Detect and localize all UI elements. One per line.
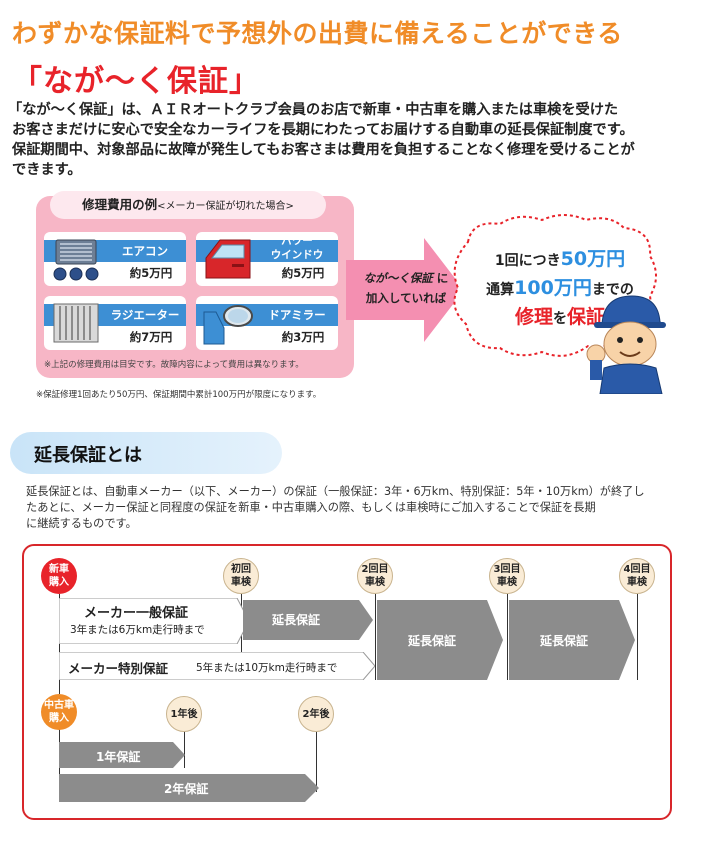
panel-title-note: <メーカー保証が切れた場合> [157, 201, 294, 212]
extended-label-1: 延長保証 [272, 613, 321, 627]
bubble-l3-mid: を [553, 311, 567, 327]
intro-line: 保証期間中、対象部品に故障が発生してもお客さまは費用を負担することなく修理を受け… [12, 142, 635, 158]
maker-general-title: メーカー一般保証 [84, 606, 189, 621]
example-radiator: ラジエーター 約7万円 [44, 296, 186, 350]
maker-special-title: メーカー特別保証 [68, 661, 169, 676]
inspection-marker-4: 4回目車検 [619, 558, 655, 594]
marker-line: 車検 [497, 577, 517, 588]
year-1-marker: 1年後 [166, 696, 202, 732]
arrow-suffix: に [436, 271, 449, 285]
used-car-purchase-marker: 中古車購入 [41, 694, 77, 730]
bubble-repair-word: 修理 [514, 306, 553, 328]
example-name: ドアミラー [268, 308, 326, 322]
repair-cost-title: 修理費用の例<メーカー保証が切れた場合> [50, 191, 326, 219]
extended-label-3: 延長保証 [540, 634, 589, 648]
marker-line: 初回 [231, 564, 251, 575]
repair-cost-note: ※上記の修理費用は目安です。故障内容によって費用は異なります。 [44, 360, 304, 370]
example-price: 約7万円 [129, 330, 173, 344]
example-name-line: パワー [281, 235, 313, 247]
marker-line: 4回目 [623, 564, 651, 575]
marker-line: 3回目 [493, 564, 521, 575]
example-name-line: ウインドウ [270, 249, 324, 261]
example-name: エアコン [122, 244, 168, 258]
arrow-text: なが〜く保証 に 加入していれば [352, 268, 460, 308]
new-car-purchase-marker: 新車購入 [41, 558, 77, 594]
arrow-line2: 加入していれば [365, 291, 447, 305]
warranty-1y-arrow-shape [59, 742, 185, 768]
headline: わずかな保証料で予想外の出費に備えることができる [12, 19, 623, 48]
bubble-l2-prefix: 通算 [486, 282, 515, 298]
extended-arrow-shape-3 [509, 600, 635, 680]
marker-line: 車検 [627, 577, 647, 588]
car-door-icon [205, 239, 251, 279]
door-mirror-icon [203, 305, 253, 345]
section-description: 延長保証とは、自動車メーカー（以下、メーカー）の保証（一般保証：3年・6万km、… [26, 484, 696, 532]
marker-line: 車検 [231, 577, 251, 588]
pink-arrow [346, 238, 464, 342]
marker-line: 購入 [49, 577, 69, 588]
extended-arrow-shape-2 [377, 600, 503, 680]
inspection-marker-1: 初回車検 [223, 558, 259, 594]
bubble-per-repair-amount: 50万円 [560, 248, 626, 270]
extended-arrow-shape-1 [243, 600, 373, 640]
marker-line: 車検 [365, 577, 385, 588]
warranty-2y-label: 2年保証 [164, 782, 209, 796]
desc-line: たあとに、メーカー保証と同程度の保証を新車・中古車購入の際、もしくは車検時にご加… [26, 501, 596, 514]
bubble-l1-prefix: 1回につき [494, 253, 561, 269]
marker-line: 2年後 [302, 708, 330, 720]
inspection-marker-3: 3回目車検 [489, 558, 525, 594]
repair-cost-panel: エアコン 約5万円 パワー ウインドウ 約5万円 ラジエーター 約7万円 [36, 196, 354, 378]
warranty-timeline: 新車購入 初回車検 2回目車検 3回目車検 4回目車検 メーカー一般保証 3年ま… [22, 544, 672, 820]
marker-line: 購入 [49, 713, 69, 724]
intro-line: お客さまだけに安心で安全なカーライフを長期にわたってお届けする自動車の延長保証制… [12, 122, 634, 138]
example-name: パワー ウインドウ [256, 234, 338, 264]
aircon-icon [53, 239, 99, 281]
section-title: 延長保証とは [34, 445, 142, 466]
intro-line: 「なが〜く保証」は、ＡＩＲオートクラブ会員のお店で新車・中古車を購入または車検を… [8, 102, 619, 118]
bubble-total-amount: 100万円 [514, 277, 592, 299]
warranty-1y-label: 1年保証 [96, 750, 141, 764]
marker-line: 中古車 [44, 700, 74, 711]
example-price: 約5万円 [281, 266, 325, 280]
year-2-marker: 2年後 [298, 696, 334, 732]
extended-label-2: 延長保証 [408, 634, 457, 648]
maker-special-sub: 5年または10万km走行時まで [196, 662, 338, 674]
example-power-window: パワー ウインドウ 約5万円 [196, 232, 338, 286]
product-name: 「なが〜く保証」 [12, 64, 260, 99]
intro-line: できます。 [12, 162, 82, 178]
maker-special-arrow-shape [59, 652, 375, 680]
panel-title-text: 修理費用の例 [82, 197, 158, 212]
bubble-text: 1回につき50万円 通算100万円までの 修理を保証 [462, 244, 658, 329]
warranty-2y-arrow-shape [59, 774, 319, 802]
example-price: 約5万円 [129, 266, 173, 280]
desc-line: に継続するものです。 [26, 517, 137, 530]
example-aircon: エアコン 約5万円 [44, 232, 186, 286]
mechanic-illustration [586, 295, 666, 394]
maker-general-sub: 3年または6万km走行時まで [70, 624, 205, 636]
example-name: ラジエーター [110, 308, 180, 322]
intro-text: 「なが〜く保証」は、ＡＩＲオートクラブ会員のお店で新車・中古車を購入または車検を… [8, 100, 703, 180]
limit-footnote: ※保証修理1回あたり50万円、保証期間中累計100万円が限度になります。 [36, 390, 322, 400]
marker-line: 1年後 [170, 708, 198, 720]
bubble-l2-suffix: までの [591, 282, 634, 298]
example-door-mirror: ドアミラー 約3万円 [196, 296, 338, 350]
example-price: 約3万円 [281, 330, 325, 344]
arrow-product: なが〜く保証 [363, 271, 433, 285]
inspection-marker-2: 2回目車検 [357, 558, 393, 594]
section-pill [10, 432, 282, 474]
desc-line: 延長保証とは、自動車メーカー（以下、メーカー）の保証（一般保証：3年・6万km、… [26, 485, 645, 498]
marker-line: 2回目 [361, 564, 389, 575]
radiator-icon [53, 303, 99, 343]
marker-line: 新車 [49, 564, 69, 575]
